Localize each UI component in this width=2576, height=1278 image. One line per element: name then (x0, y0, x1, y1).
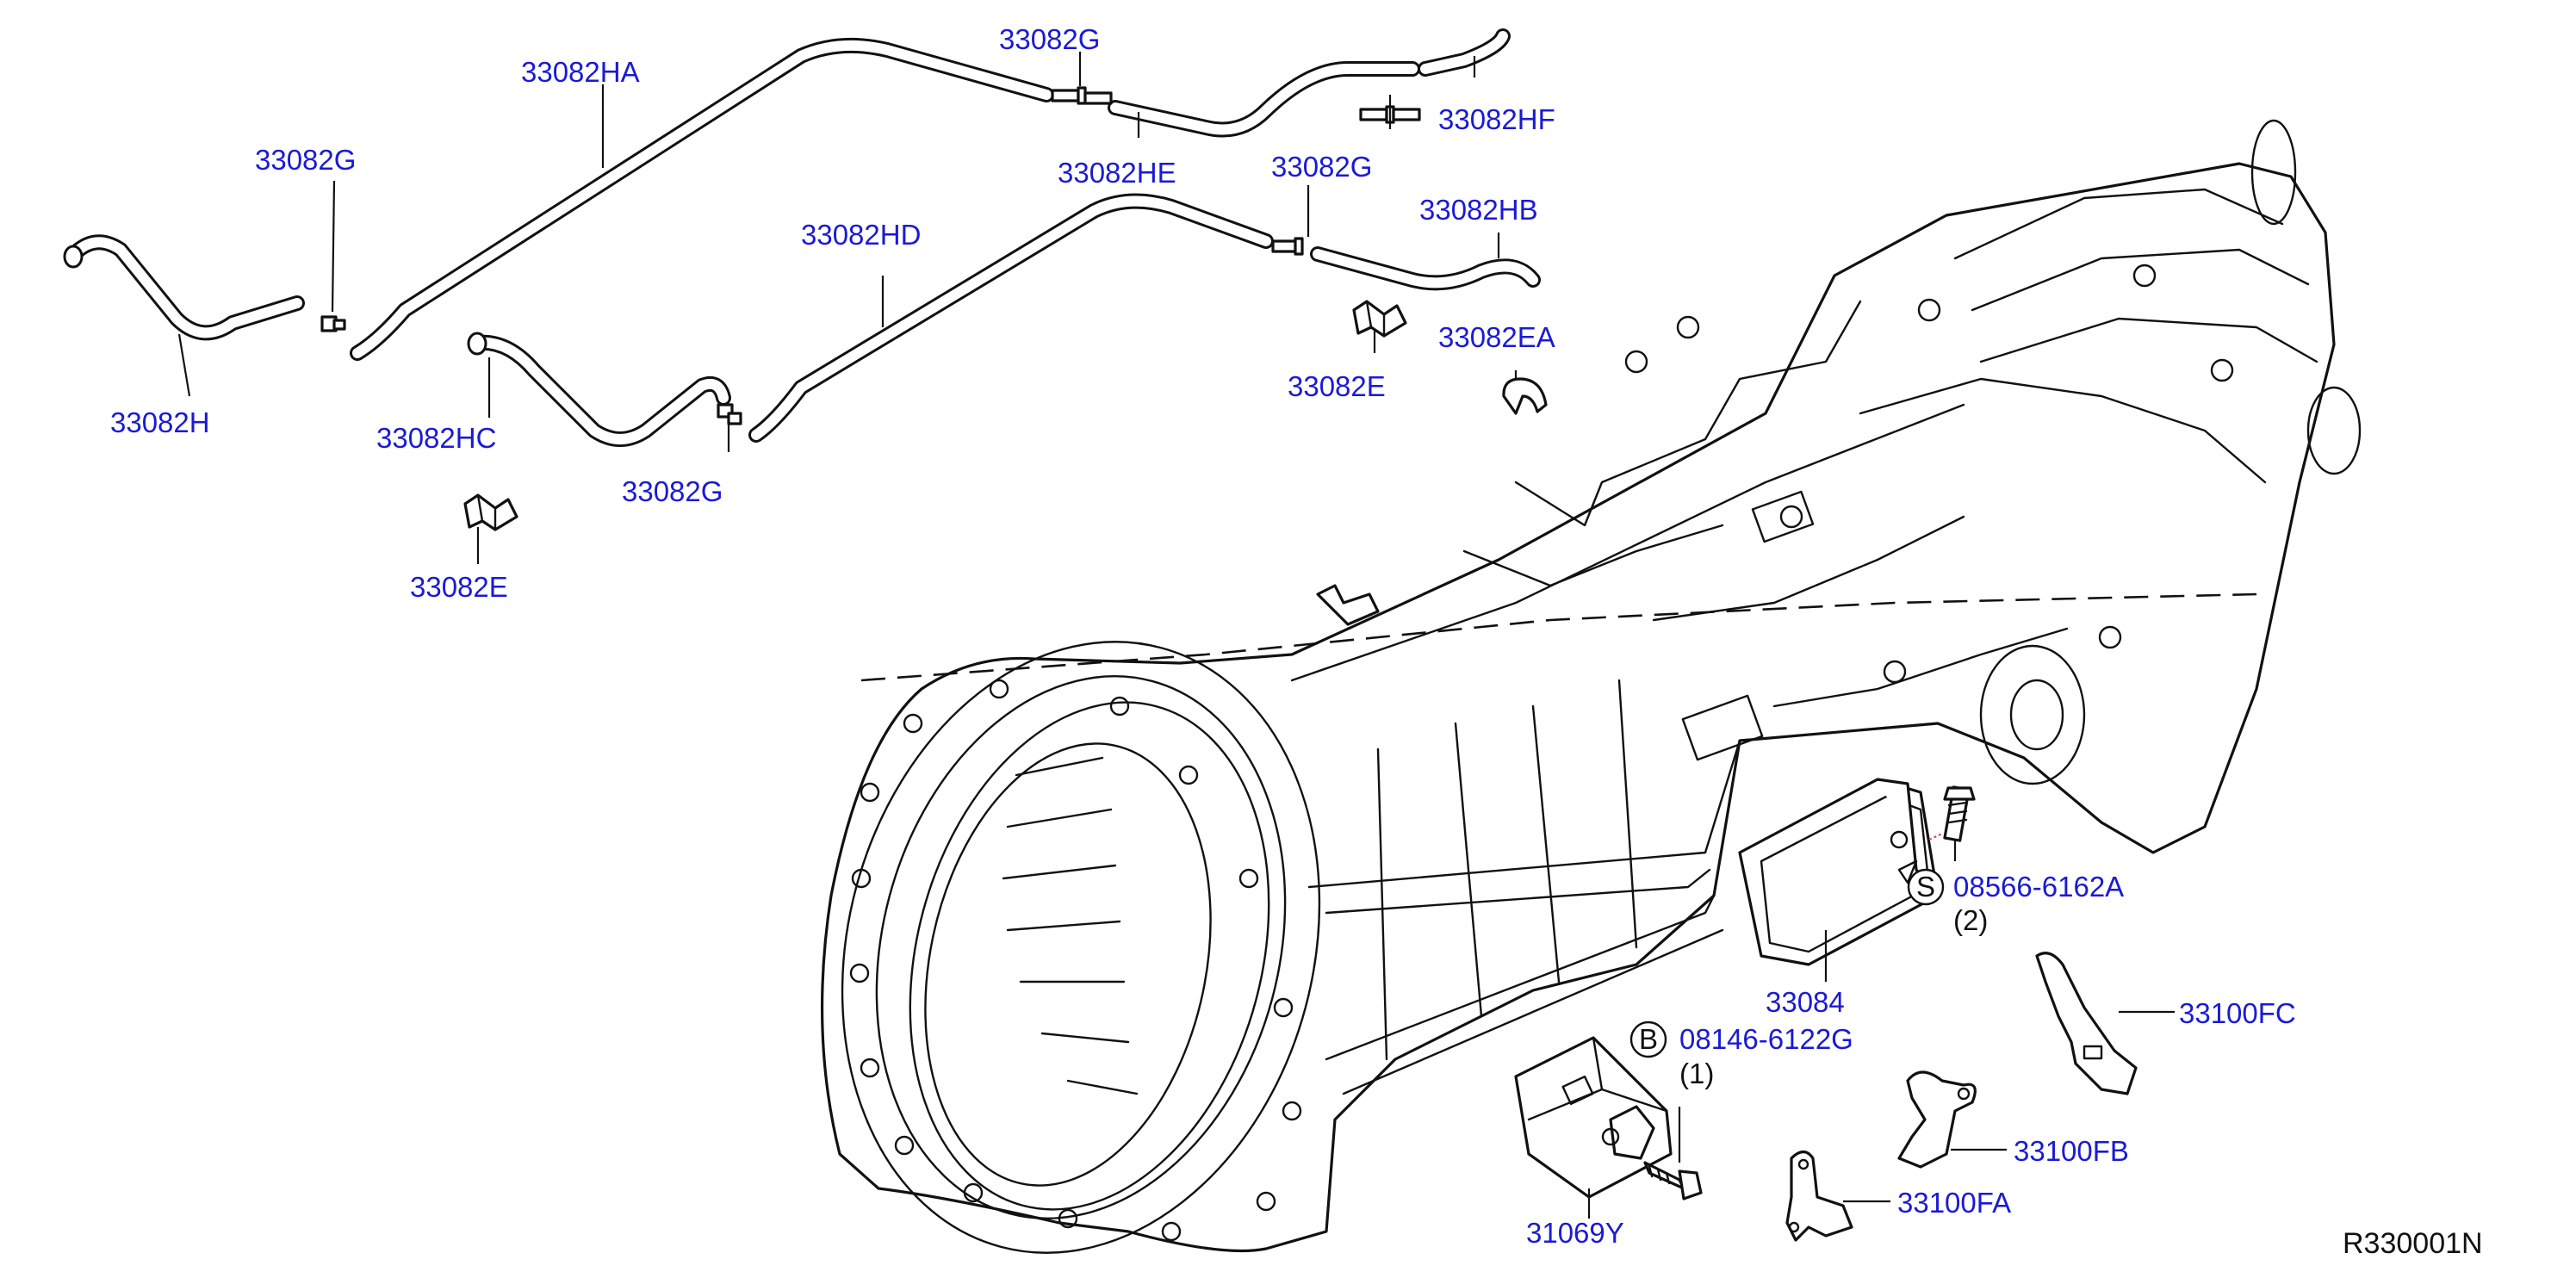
diagram-reference-code: R330001N (2343, 1227, 2483, 1260)
callout-33082G-b: 33082G (999, 23, 1100, 55)
bracket-31069Y (1514, 1036, 1673, 1199)
callout-33082HF: 33082HF (1438, 103, 1555, 135)
breather-hose-33082H (63, 234, 305, 341)
callout-33082HD: 33082HD (801, 219, 921, 251)
clip-33082EA (1502, 377, 1548, 415)
callout-33082HA: 33082HA (521, 56, 640, 88)
clip-33082E-b (1352, 300, 1407, 338)
bolt-08146-6122G (1643, 1161, 1703, 1200)
quantity-08146-6122G: (1) (1679, 1058, 1714, 1089)
callout-33082H: 33082H (110, 406, 210, 438)
b-badge-icon (1629, 1021, 1667, 1058)
breather-hose-33082HB (1310, 246, 1541, 291)
clip-33082E-a (463, 493, 518, 531)
breather-hose-33082HC (467, 332, 731, 447)
callout-text-08566-6162A: 08566-6162A (1953, 871, 2124, 903)
callout-33100FC: 33100FC (2179, 997, 2296, 1029)
badge-s: S (1916, 871, 1935, 903)
callout-33082HC: 33082HC (376, 422, 496, 454)
callout-33082G-a: 33082G (255, 144, 356, 176)
transmission-control-module-33084 (1738, 778, 1940, 966)
breather-hose-33082HA (350, 37, 1054, 361)
breather-hose-33082HF (1418, 28, 1511, 77)
callout-31069Y: 31069Y (1526, 1217, 1624, 1249)
connector-33082G-e (1271, 237, 1304, 256)
bracket-33100FB (1897, 1070, 1977, 1169)
bolt-08566-6162A (1928, 785, 1976, 842)
breather-hose-33082HE (1108, 61, 1420, 138)
bracket-33100FC (2035, 952, 2138, 1095)
automatic-transmission (821, 119, 2362, 1254)
connector-33082G-d (717, 403, 742, 425)
callout-33082G-d: 33082G (622, 475, 723, 507)
breather-hose-33082HD (748, 193, 1274, 443)
badge-b: B (1639, 1023, 1658, 1055)
callout-08146-6122G: B 08146-6122G (1) (1629, 1021, 1853, 1089)
callout-33082HE: 33082HE (1058, 157, 1176, 189)
callout-33100FA: 33100FA (1897, 1187, 2011, 1219)
quantity-08566-6162A: (2) (1953, 904, 1988, 936)
callout-08566-6162A: S 08566-6162A (2) (1907, 868, 2124, 936)
bracket-33100FA (1785, 1150, 1853, 1242)
callout-33082E-a: 33082E (410, 571, 508, 603)
callout-33082E-b: 33082E (1288, 370, 1386, 402)
leader-lines (177, 52, 2175, 1219)
callout-33082HB: 33082HB (1419, 194, 1538, 226)
callout-33082G-c: 33082G (1271, 151, 1372, 183)
callout-33100FB: 33100FB (2014, 1135, 2129, 1167)
callout-33082EA: 33082EA (1438, 321, 1555, 353)
callout-33084: 33084 (1766, 986, 1845, 1018)
s-badge-icon (1907, 868, 1945, 906)
connector-33082G-a (320, 315, 346, 332)
connector-33082G-b (1051, 86, 1113, 105)
callout-text-08146-6122G: 08146-6122G (1679, 1023, 1853, 1055)
